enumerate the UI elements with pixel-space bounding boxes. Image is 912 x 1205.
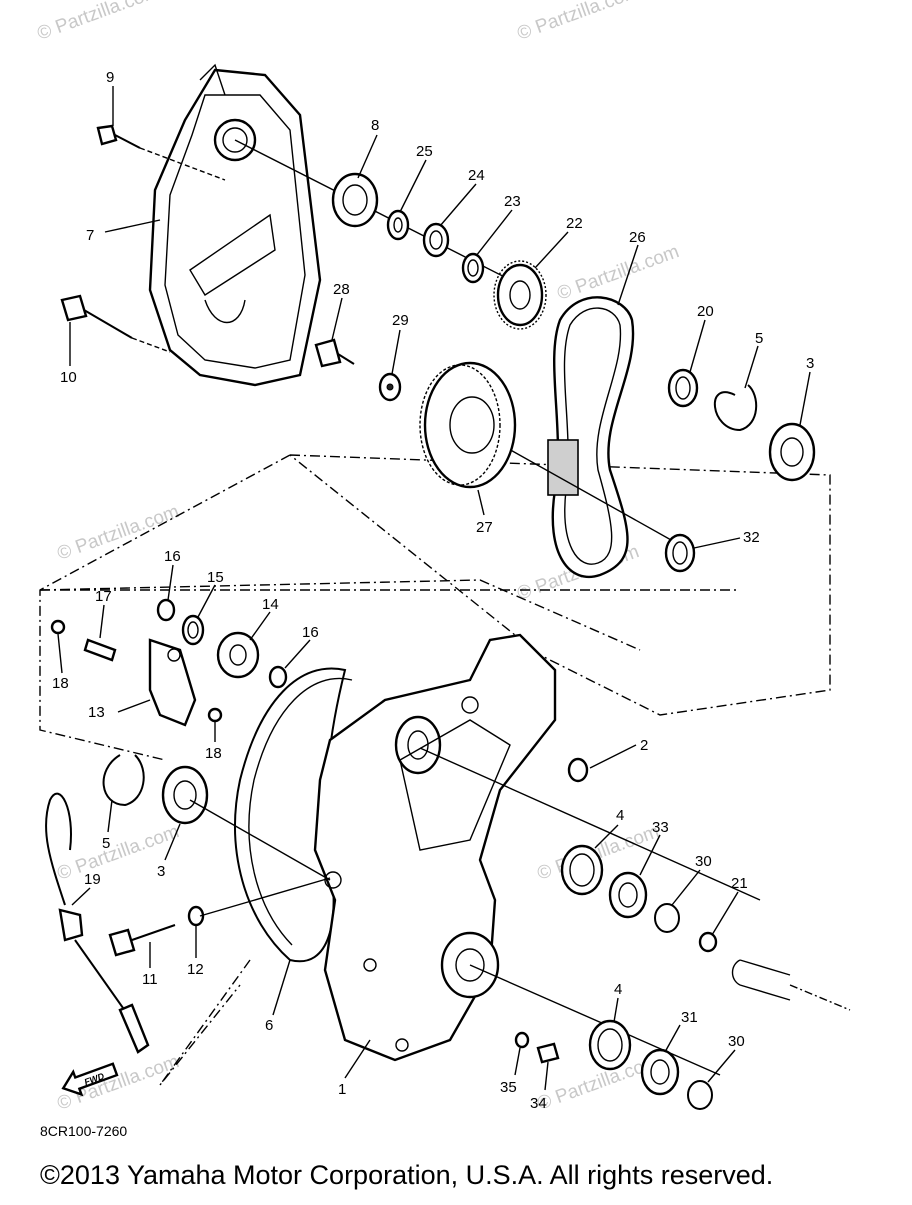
callout-12: 12 bbox=[187, 961, 204, 978]
seal-4-upper bbox=[560, 844, 604, 896]
callout-30-lower: 30 bbox=[728, 1033, 745, 1050]
assembly-boundary bbox=[39, 454, 831, 1086]
callout-30-upper: 30 bbox=[695, 853, 712, 870]
shaft-end bbox=[731, 959, 851, 1011]
callout-7: 7 bbox=[86, 227, 94, 244]
callout-23: 23 bbox=[504, 193, 521, 210]
ring-30-upper bbox=[654, 903, 680, 933]
callout-26: 26 bbox=[629, 229, 646, 246]
washer-29 bbox=[378, 372, 402, 402]
bearing-3-upper bbox=[768, 422, 816, 482]
nut-2 bbox=[567, 757, 589, 783]
callout-8: 8 bbox=[371, 117, 379, 134]
callout-15: 15 bbox=[207, 569, 224, 586]
callout-31: 31 bbox=[681, 1009, 698, 1026]
bolt-34 bbox=[536, 1042, 560, 1064]
callout-3-lower: 3 bbox=[157, 863, 165, 880]
callout-20: 20 bbox=[697, 303, 714, 320]
washer-25 bbox=[386, 209, 410, 241]
chain-case-cover bbox=[148, 63, 322, 387]
callout-4-lower: 4 bbox=[614, 981, 622, 998]
bearing-15 bbox=[181, 614, 205, 646]
dipstick-19 bbox=[44, 792, 150, 1054]
callout-3-upper: 3 bbox=[806, 355, 814, 372]
callout-16-left: 16 bbox=[164, 548, 181, 565]
tensioner-arm-13 bbox=[148, 638, 197, 727]
collar-32 bbox=[664, 533, 696, 573]
callout-2: 2 bbox=[640, 737, 648, 754]
callout-13: 13 bbox=[88, 704, 105, 721]
bolt-11 bbox=[108, 924, 176, 957]
callout-24: 24 bbox=[468, 167, 485, 184]
bearing-8 bbox=[331, 172, 379, 228]
washer-16-right bbox=[268, 665, 288, 689]
washer-16-left bbox=[156, 598, 176, 622]
diagram-code: 8CR100-7260 bbox=[40, 1123, 128, 1139]
callout-29: 29 bbox=[392, 312, 409, 329]
callout-16-right: 16 bbox=[302, 624, 319, 641]
callout-9: 9 bbox=[106, 69, 114, 86]
clip-18-right bbox=[207, 707, 223, 723]
collar-20 bbox=[667, 368, 699, 408]
callout-11: 11 bbox=[142, 971, 158, 988]
callout-18-left: 18 bbox=[52, 675, 69, 692]
callout-17: 17 bbox=[95, 588, 112, 605]
circlip-5-upper bbox=[713, 384, 758, 432]
callout-labels: 9 8 25 24 23 22 7 26 28 29 20 5 3 10 27 … bbox=[52, 69, 814, 1112]
watermark: © Partzilla.com bbox=[515, 0, 642, 45]
bearing-33 bbox=[608, 871, 648, 919]
callout-5-upper: 5 bbox=[755, 330, 763, 347]
callout-22: 22 bbox=[566, 215, 583, 232]
callout-25: 25 bbox=[416, 143, 433, 160]
drive-chain-26 bbox=[547, 296, 635, 578]
leader-lines bbox=[57, 86, 811, 1091]
callout-33: 33 bbox=[652, 819, 669, 836]
bolt-28 bbox=[314, 338, 355, 368]
callout-10: 10 bbox=[60, 369, 77, 386]
callout-28: 28 bbox=[333, 281, 350, 298]
washer-35 bbox=[514, 1031, 530, 1049]
watermark: © Partzilla.com bbox=[55, 501, 182, 565]
chain-case-1 bbox=[313, 633, 557, 1062]
callout-32: 32 bbox=[743, 529, 760, 546]
callout-6: 6 bbox=[265, 1017, 273, 1034]
callout-4-upper: 4 bbox=[616, 807, 624, 824]
copyright-notice: ©2013 Yamaha Motor Corporation, U.S.A. A… bbox=[40, 1160, 774, 1190]
circlip-5-lower bbox=[102, 754, 145, 807]
sprocket-22 bbox=[493, 260, 547, 330]
shaft-17 bbox=[83, 638, 117, 662]
callout-18-right: 18 bbox=[205, 745, 222, 762]
bearing-31 bbox=[640, 1048, 680, 1096]
ring-30-lower bbox=[687, 1080, 713, 1110]
callout-14: 14 bbox=[262, 596, 279, 613]
callout-34: 34 bbox=[530, 1095, 547, 1112]
callout-35: 35 bbox=[500, 1079, 517, 1096]
callout-19: 19 bbox=[84, 871, 101, 888]
sprocket-27 bbox=[419, 361, 517, 489]
seal-4-lower bbox=[588, 1019, 632, 1071]
roller-14 bbox=[216, 631, 260, 679]
watermark: © Partzilla.com bbox=[35, 0, 162, 45]
callout-5-lower: 5 bbox=[102, 835, 110, 852]
callout-21: 21 bbox=[731, 875, 748, 892]
watermark: © Partzilla.com bbox=[555, 241, 682, 305]
pin-21 bbox=[698, 931, 718, 953]
washer-23 bbox=[461, 252, 485, 284]
bolt-9 bbox=[96, 124, 226, 181]
bearing-3-lower bbox=[161, 765, 209, 825]
nut-24 bbox=[422, 222, 450, 258]
clip-18-left bbox=[50, 619, 66, 635]
callout-1: 1 bbox=[338, 1081, 346, 1098]
bolt-10 bbox=[60, 294, 171, 353]
callout-27: 27 bbox=[476, 519, 493, 536]
